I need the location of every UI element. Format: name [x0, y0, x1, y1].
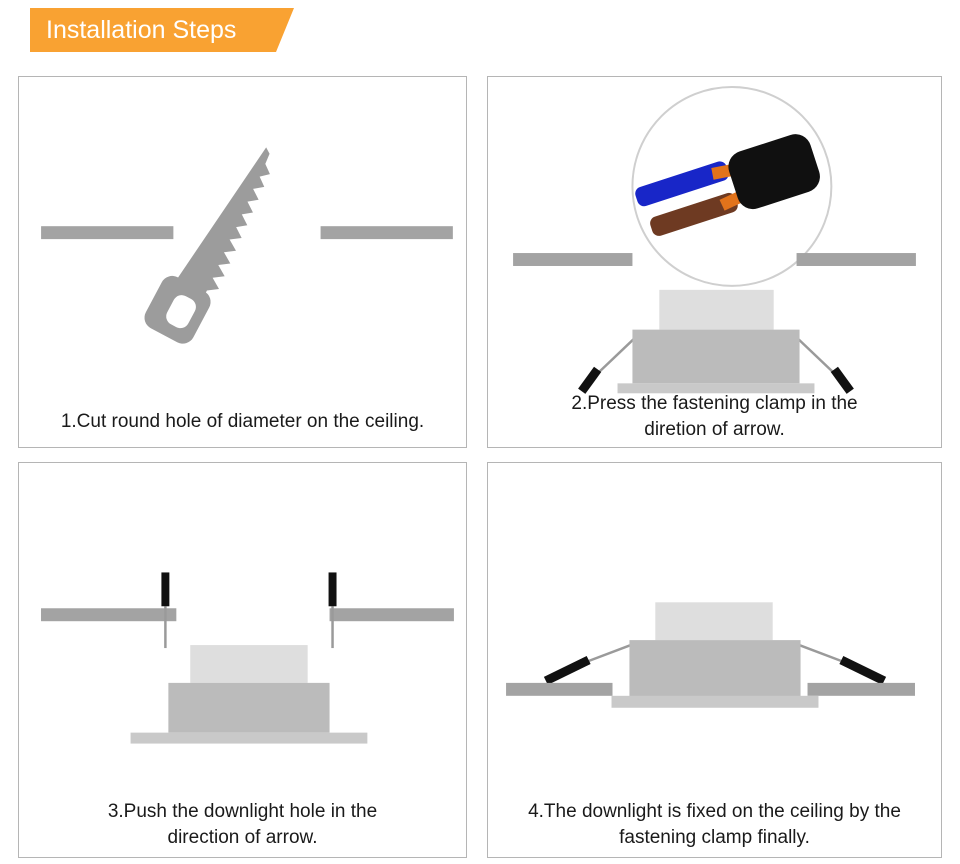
step-2-illustration — [513, 85, 916, 394]
step-1-caption-text: 1.Cut round hole of diameter on the ceil… — [60, 410, 425, 432]
right-clamp-spring — [791, 332, 836, 375]
ceiling-right-bar — [796, 253, 916, 266]
driver-box — [655, 602, 773, 641]
cable-sheath — [728, 134, 820, 210]
downlight-flange — [611, 695, 819, 708]
wire-brown — [650, 192, 738, 236]
wire-blue — [635, 161, 729, 207]
ceiling-left-bar — [513, 253, 633, 266]
downlight-flange — [617, 383, 815, 394]
ceiling-right-bar — [807, 682, 915, 696]
step-3-caption-text: 3.Push the downlight hole in the directi… — [107, 800, 378, 848]
right-clamp-tip — [830, 366, 854, 394]
downlight-flange — [130, 732, 368, 744]
driver-box — [659, 289, 774, 330]
step-2-caption: 2.Press the fastening clamp in the diret… — [488, 391, 941, 443]
saw-handle-slot — [166, 295, 196, 329]
step-1-caption: 1.Cut round hole of diameter on the ceil… — [19, 409, 466, 435]
cable-icon — [635, 134, 820, 236]
magnifier-circle — [631, 85, 833, 287]
left-clamp-tip — [578, 366, 602, 394]
right-clamp-spring — [796, 642, 842, 663]
downlight-body — [632, 329, 800, 384]
downlight-body — [629, 640, 801, 697]
driver-box — [190, 645, 308, 683]
ceiling-left-bar — [506, 682, 613, 696]
left-clamp-tip — [161, 572, 170, 607]
step-4-caption-text: 4.The downlight is fixed on the ceiling … — [528, 800, 901, 848]
right-clamp-tip — [328, 572, 337, 607]
ceiling-left-bar — [41, 226, 174, 240]
left-clamp-tip — [543, 655, 591, 685]
step-2-panel: 2.Press the fastening clamp in the diret… — [487, 76, 942, 448]
ceiling-right-bar — [320, 226, 453, 240]
step-2-caption-text: 2.Press the fastening clamp in the diret… — [571, 392, 858, 440]
ceiling-left-bar — [41, 608, 177, 622]
step-4-illustration — [506, 602, 915, 708]
step-4-panel: 4.The downlight is fixed on the ceiling … — [487, 462, 942, 858]
step-3-illustration — [41, 572, 454, 744]
step-1-illustration — [41, 147, 453, 344]
step-4-caption: 4.The downlight is fixed on the ceiling … — [488, 799, 941, 851]
header-banner: Installation Steps — [30, 8, 294, 52]
downlight-body — [168, 682, 330, 733]
page-title: Installation Steps — [46, 15, 237, 44]
saw-blade — [176, 147, 270, 295]
step-3-panel: 3.Push the downlight hole in the directi… — [18, 462, 467, 858]
step-3-caption: 3.Push the downlight hole in the directi… — [19, 799, 466, 851]
saw-icon — [144, 147, 270, 344]
left-clamp-spring — [588, 642, 634, 663]
ceiling-right-bar — [329, 608, 454, 622]
step-1-panel: 1.Cut round hole of diameter on the ceil… — [18, 76, 467, 448]
right-clamp-tip — [839, 655, 887, 685]
